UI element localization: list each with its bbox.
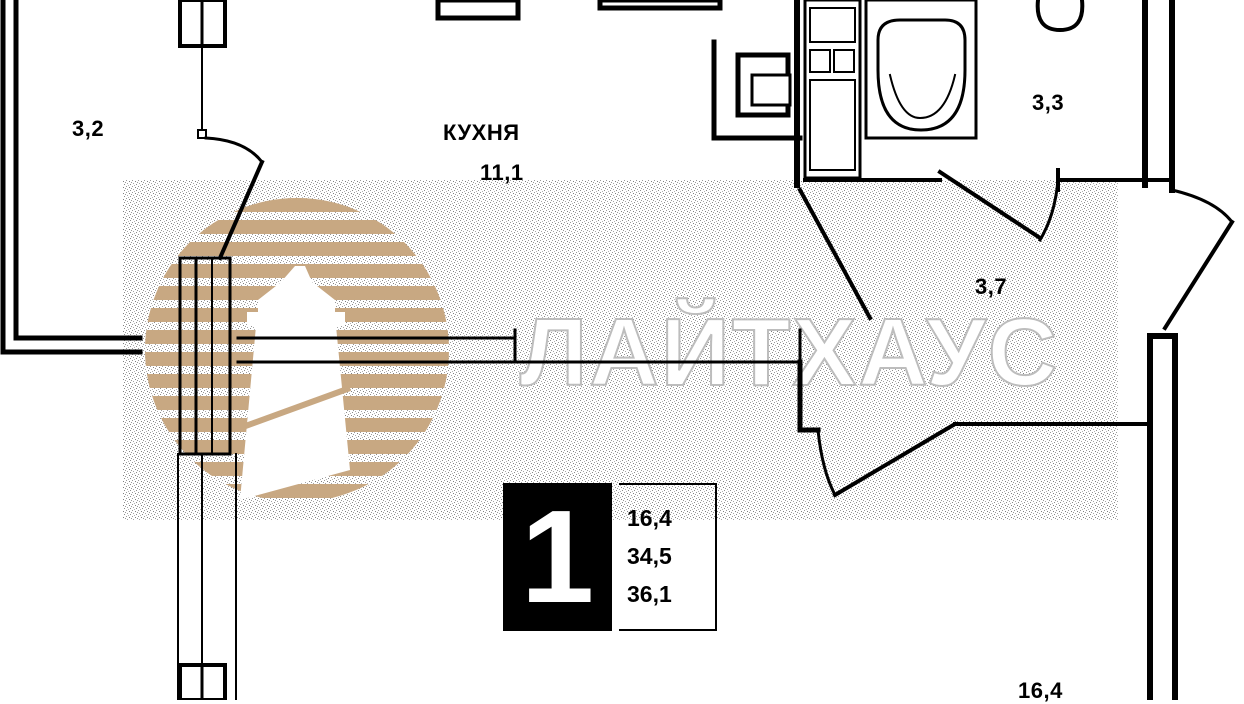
storage-area-label: 3,2 <box>72 116 105 141</box>
total-with-balcony-value: 36,1 <box>627 581 672 607</box>
room-count-badge: 1 <box>503 483 612 631</box>
total-area-value: 34,5 <box>627 543 672 569</box>
area-summary: 16,4 34,5 36,1 <box>619 483 717 631</box>
brand-text: ЛАЙТХАУС <box>520 297 1059 406</box>
kitchen-name-label: КУХНЯ <box>443 120 520 145</box>
brand-watermark: ЛАЙТХАУС <box>519 296 1059 407</box>
kitchen-area-label: 11,1 <box>480 160 524 185</box>
bathroom-area-label: 3,3 <box>1032 90 1065 115</box>
living-area-value: 16,4 <box>627 505 672 531</box>
hallway-area-label: 3,7 <box>975 274 1008 299</box>
lighthouse-logo-icon <box>145 198 449 500</box>
living-area-label: 16,4 <box>1018 678 1063 703</box>
